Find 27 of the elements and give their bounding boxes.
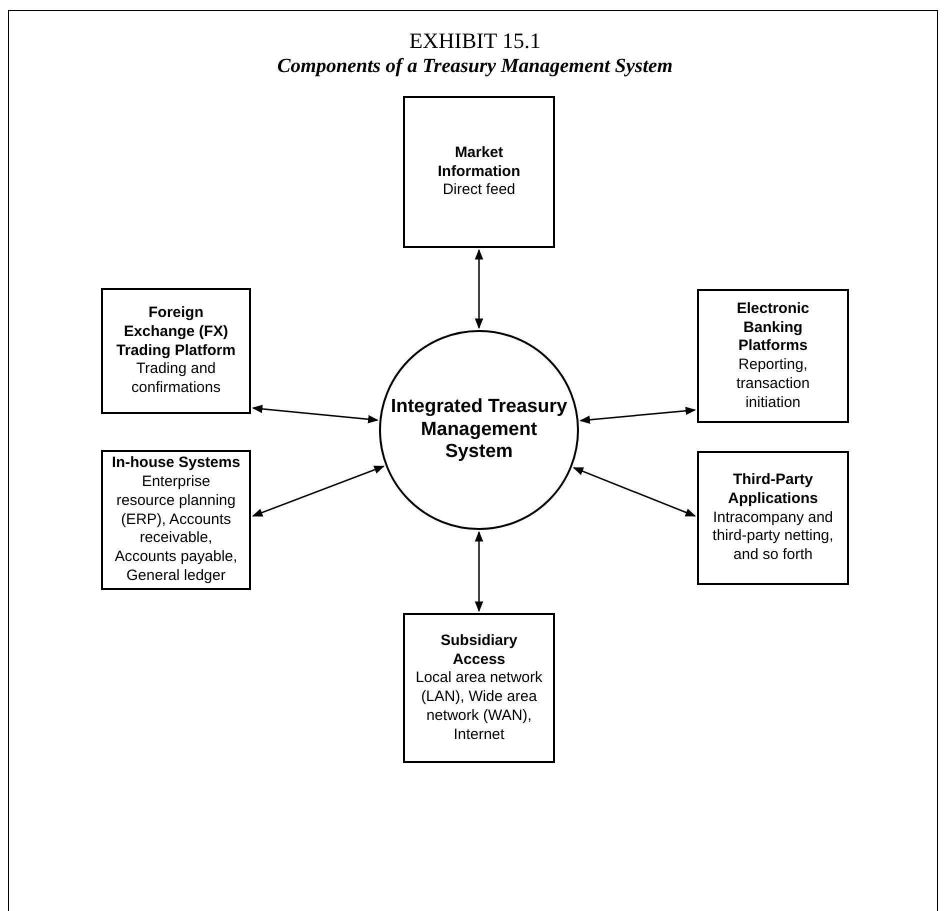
node-heading: In-house Systems <box>112 454 240 474</box>
node-heading: Third-Party Applications <box>726 471 819 509</box>
node-description: Reporting, transaction initiation <box>735 356 811 412</box>
component-box <box>697 451 849 585</box>
node-heading: Market Information <box>436 144 522 182</box>
double-arrow <box>580 406 696 424</box>
node-description: Enterprise resource planning (ERP), Accounts receivable, Accounts payable, General ledger <box>114 473 238 586</box>
node-description: Local area network (LAN), Wide area network (WAN), Internet <box>414 669 544 744</box>
component-box <box>403 96 555 248</box>
double-arrow <box>252 466 385 517</box>
double-arrow <box>474 248 484 330</box>
node-description: Direct feed <box>442 181 516 200</box>
double-arrow <box>474 530 484 612</box>
node-description: Trading and confirmations <box>130 360 222 398</box>
double-arrow <box>252 404 379 424</box>
node-heading: Integrated Treasury Management System <box>390 396 568 464</box>
component-box <box>101 288 251 414</box>
node-heading: Subsidiary Access <box>440 632 518 670</box>
double-arrow <box>572 467 696 517</box>
component-box <box>403 613 555 763</box>
node-description: Intracompany and third-party netting, and so forth <box>712 508 834 565</box>
node-heading: Electronic Banking Platforms <box>736 300 810 356</box>
exhibit-number: EXHIBIT 15.1 <box>408 28 542 54</box>
exhibit-title: Components of a Treasury Management System <box>276 55 674 78</box>
node-heading: Foreign Exchange (FX) Trading Platform <box>115 304 237 360</box>
component-box <box>101 450 251 590</box>
component-box <box>697 289 849 423</box>
